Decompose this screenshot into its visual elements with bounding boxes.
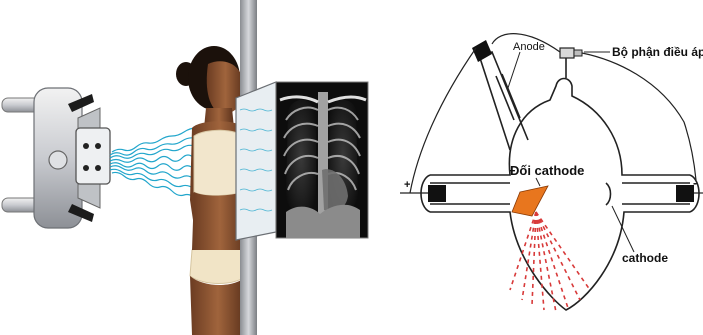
label-plus: + bbox=[404, 179, 410, 191]
anticathode-target bbox=[512, 186, 548, 216]
xray-emission-lines bbox=[510, 212, 590, 312]
label-pressure-regulator: Bộ phận điều áp bbox=[612, 45, 703, 59]
label-cathode: cathode bbox=[622, 251, 668, 265]
label-anticathode: Đối cathode bbox=[510, 163, 584, 178]
label-anode: Anode bbox=[513, 41, 545, 53]
label-minus: - bbox=[693, 176, 697, 190]
xray-tube-diagram bbox=[421, 52, 699, 310]
chest-xray-film-icon bbox=[236, 82, 368, 240]
xray-machine-icon bbox=[2, 88, 110, 228]
